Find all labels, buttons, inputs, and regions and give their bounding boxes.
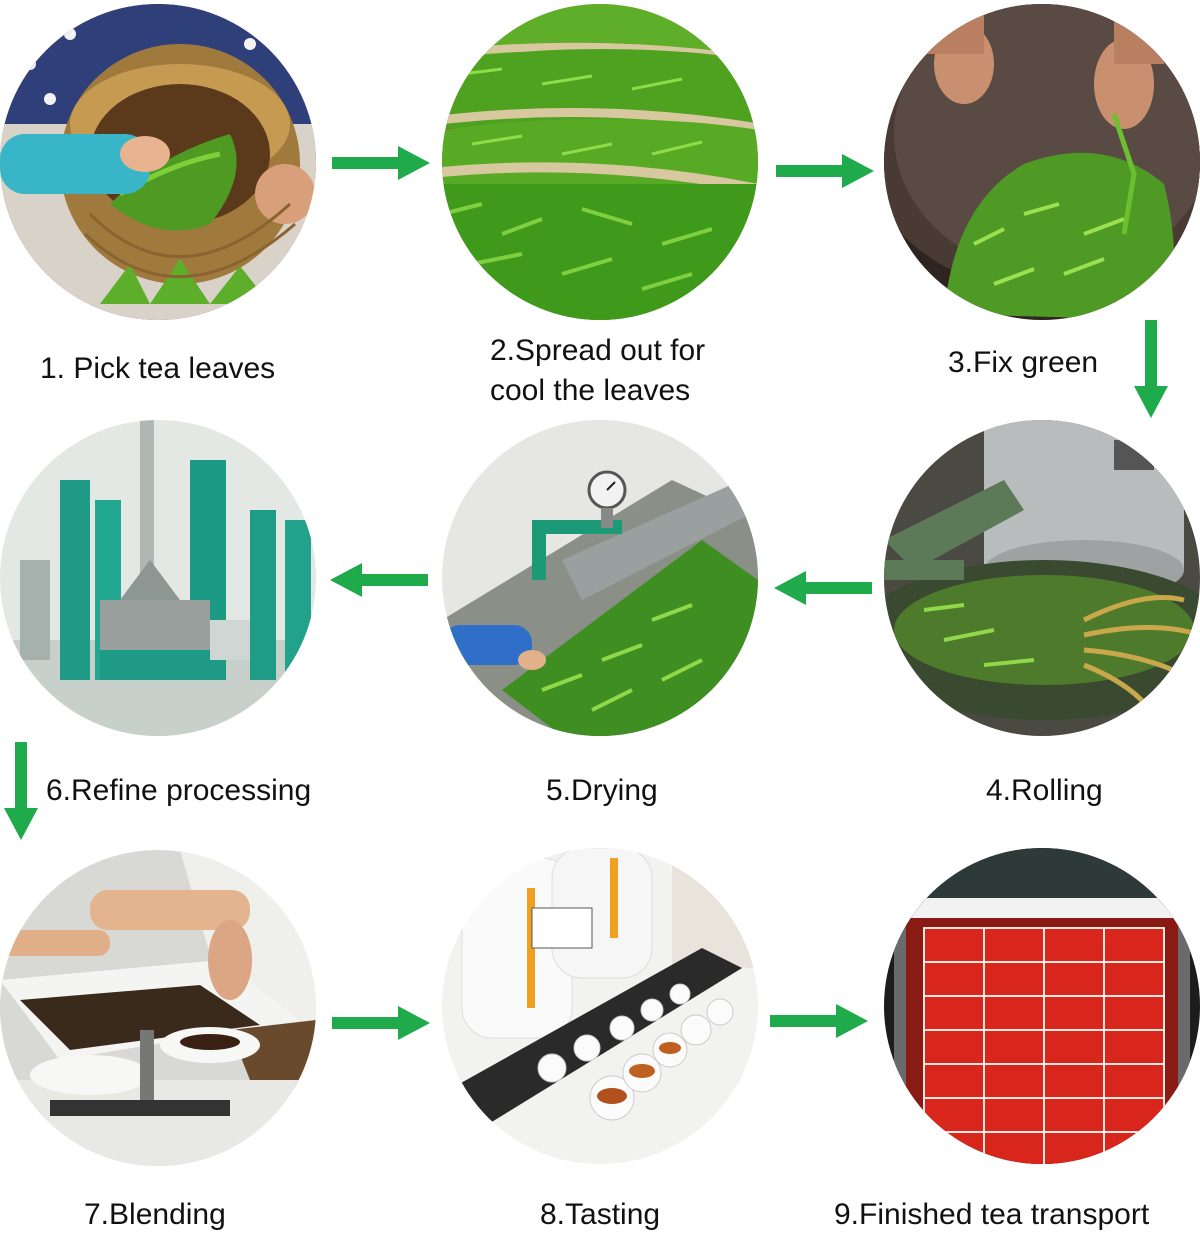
step-7-label: 7.Blending <box>84 1198 226 1231</box>
shipping-container-photo <box>884 848 1200 1164</box>
step-3-photo <box>884 4 1200 320</box>
step-8-photo <box>442 848 758 1164</box>
tasting-cups-photo <box>442 848 758 1164</box>
tea-basket-photo <box>0 4 316 320</box>
step-5-label: 5.Drying <box>546 774 658 807</box>
arrow-down-icon <box>4 742 38 840</box>
step-3-label: 3.Fix green <box>948 346 1099 379</box>
step-8-label: 8.Tasting <box>540 1198 661 1231</box>
step-2-label-line2: cool the leaves <box>490 374 691 407</box>
step-6-photo <box>0 420 316 736</box>
drying-conveyor-photo <box>442 420 758 736</box>
weighing-scale-photo <box>0 850 316 1166</box>
step-4-label: 4.Rolling <box>986 774 1103 807</box>
arrow-right-icon <box>332 1006 430 1040</box>
arrow-right-icon <box>776 154 874 188</box>
step-2-label-line1: 2.Spread out for <box>490 334 706 367</box>
step-6-label: 6.Refine processing <box>46 774 312 807</box>
step-5-photo <box>442 420 758 736</box>
step-4-photo <box>884 420 1200 736</box>
wok-fixing-photo <box>884 4 1200 320</box>
arrow-down-icon <box>1134 320 1168 418</box>
arrow-left-icon <box>330 563 428 597</box>
spread-trays-photo <box>442 4 758 320</box>
arrow-right-icon <box>332 146 430 180</box>
step-2-photo <box>442 4 758 320</box>
step-1-label: 1. Pick tea leaves <box>40 352 276 385</box>
factory-machines-photo <box>0 420 316 736</box>
rolling-machine-photo <box>884 420 1200 736</box>
arrow-left-icon <box>774 571 872 605</box>
arrow-right-icon <box>770 1004 868 1038</box>
step-1-photo <box>0 4 316 320</box>
step-7-photo <box>0 850 316 1166</box>
step-9-photo <box>884 848 1200 1164</box>
step-9-label: 9.Finished tea transport <box>834 1198 1150 1231</box>
